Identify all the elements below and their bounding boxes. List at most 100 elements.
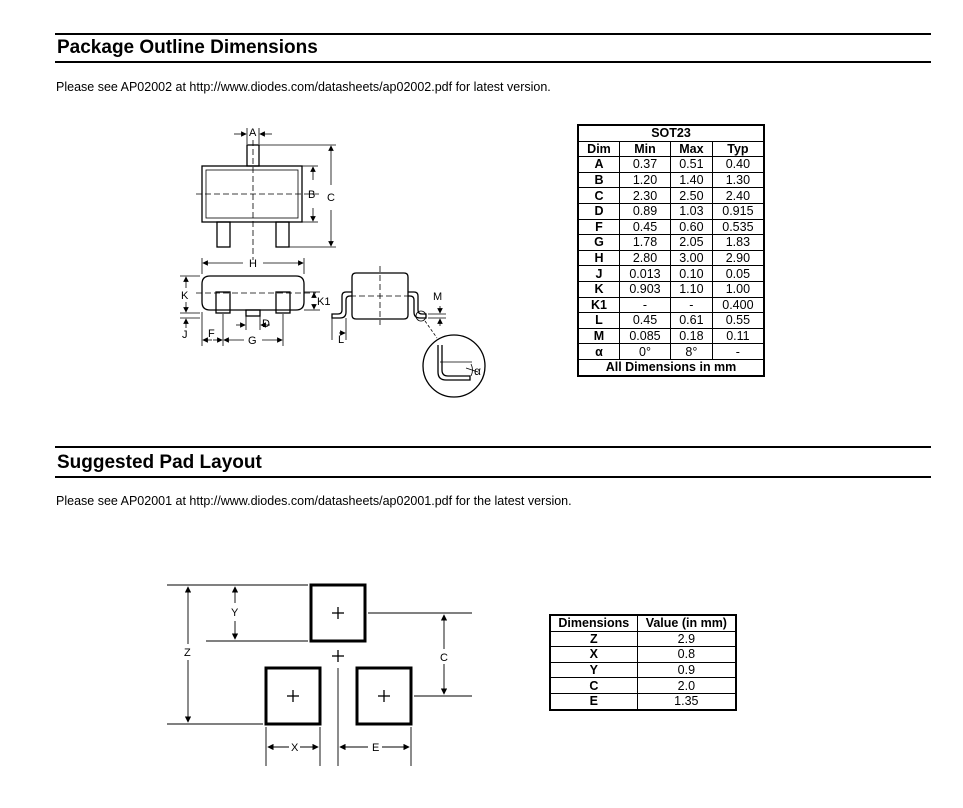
label-alpha: α bbox=[474, 364, 481, 378]
sot23-table-title: SOT23 bbox=[577, 124, 765, 142]
pad-header-dimensions: Dimensions bbox=[549, 614, 638, 632]
value-cell: 0.40 bbox=[711, 156, 765, 173]
value-cell: 1.10 bbox=[670, 280, 713, 298]
dim-cell: F bbox=[577, 218, 620, 236]
dim-cell: C bbox=[549, 677, 638, 694]
label-J: J bbox=[182, 329, 188, 341]
dim-cell: Y bbox=[549, 661, 638, 679]
value-cell: 0.915 bbox=[711, 202, 765, 220]
label-M: M bbox=[433, 291, 442, 303]
value-cell: 2.90 bbox=[711, 249, 765, 267]
value-cell: 0.18 bbox=[670, 327, 713, 345]
value-cell: 2.30 bbox=[618, 187, 672, 204]
dim-cell: K1 bbox=[577, 296, 620, 314]
dim-cell: α bbox=[577, 343, 620, 360]
pad-label-X: X bbox=[291, 742, 299, 754]
value-cell: 0.085 bbox=[618, 327, 672, 345]
package-outline-drawing: A B C H K K1 D J F G L M α bbox=[180, 127, 486, 398]
package-section-title: Package Outline Dimensions bbox=[57, 37, 318, 58]
sot23-table-footer: All Dimensions in mm bbox=[577, 358, 765, 377]
label-K: K bbox=[181, 290, 189, 302]
value-cell: 0.60 bbox=[670, 218, 713, 236]
pad-label-Y: Y bbox=[231, 607, 239, 619]
value-cell: 2.40 bbox=[711, 187, 765, 204]
label-B: B bbox=[308, 189, 315, 201]
value-cell: 0.11 bbox=[711, 327, 765, 345]
label-L: L bbox=[338, 334, 344, 346]
sot23-header-min: Min bbox=[618, 140, 672, 158]
value-cell: 1.83 bbox=[711, 234, 765, 251]
value-cell: 2.80 bbox=[618, 249, 672, 267]
pad-label-Z: Z bbox=[184, 647, 191, 659]
value-cell: - bbox=[670, 296, 713, 314]
dim-cell: A bbox=[577, 156, 620, 173]
label-A: A bbox=[249, 127, 257, 139]
label-G: G bbox=[248, 335, 257, 347]
value-cell: 2.05 bbox=[670, 234, 713, 251]
value-cell: 0.8 bbox=[636, 646, 737, 663]
value-cell: 0.45 bbox=[618, 312, 672, 329]
value-cell: 1.03 bbox=[670, 202, 713, 220]
pad-section-note: Please see AP02001 at http://www.diodes.… bbox=[56, 494, 572, 508]
dim-cell: J bbox=[577, 265, 620, 282]
value-cell: 1.78 bbox=[618, 234, 672, 251]
value-cell: 2.9 bbox=[636, 630, 737, 648]
pad-header-value: Value (in mm) bbox=[636, 614, 737, 632]
value-cell: 2.50 bbox=[670, 187, 713, 204]
value-cell: 2.0 bbox=[636, 677, 737, 694]
section-rule-top bbox=[55, 33, 931, 35]
dim-cell: K bbox=[577, 280, 620, 298]
value-cell: 1.40 bbox=[670, 171, 713, 189]
value-cell: 1.35 bbox=[636, 692, 737, 711]
sot23-header-typ: Typ bbox=[711, 140, 765, 158]
value-cell: 1.00 bbox=[711, 280, 765, 298]
dim-cell: B bbox=[577, 171, 620, 189]
pad-label-C: C bbox=[440, 652, 448, 664]
dim-cell: X bbox=[549, 646, 638, 663]
section-rule-bottom bbox=[55, 476, 931, 478]
label-F: F bbox=[208, 328, 215, 340]
package-section-note: Please see AP02002 at http://www.diodes.… bbox=[56, 80, 551, 94]
section-rule-bottom bbox=[55, 61, 931, 63]
dim-cell: D bbox=[577, 202, 620, 220]
value-cell: 0.400 bbox=[711, 296, 765, 314]
value-cell: 0.37 bbox=[618, 156, 672, 173]
value-cell: 0.9 bbox=[636, 661, 737, 679]
value-cell: 0.013 bbox=[618, 265, 672, 282]
dim-cell: G bbox=[577, 234, 620, 251]
value-cell: - bbox=[618, 296, 672, 314]
pad-section-title: Suggested Pad Layout bbox=[57, 452, 262, 473]
value-cell: - bbox=[711, 343, 765, 360]
dim-cell: H bbox=[577, 249, 620, 267]
label-K1: K1 bbox=[317, 296, 330, 308]
dim-cell: M bbox=[577, 327, 620, 345]
value-cell: 0.61 bbox=[670, 312, 713, 329]
value-cell: 0° bbox=[618, 343, 672, 360]
label-C: C bbox=[327, 192, 335, 204]
value-cell: 0.10 bbox=[670, 265, 713, 282]
value-cell: 1.20 bbox=[618, 171, 672, 189]
table-row: K1--0.400 bbox=[577, 296, 765, 314]
dim-cell: C bbox=[577, 187, 620, 204]
dim-cell: Z bbox=[549, 630, 638, 648]
value-cell: 0.45 bbox=[618, 218, 672, 236]
value-cell: 0.89 bbox=[618, 202, 672, 220]
pad-layout-drawing: Y Z C X E bbox=[167, 583, 472, 766]
value-cell: 8° bbox=[670, 343, 713, 360]
value-cell: 0.05 bbox=[711, 265, 765, 282]
value-cell: 3.00 bbox=[670, 249, 713, 267]
